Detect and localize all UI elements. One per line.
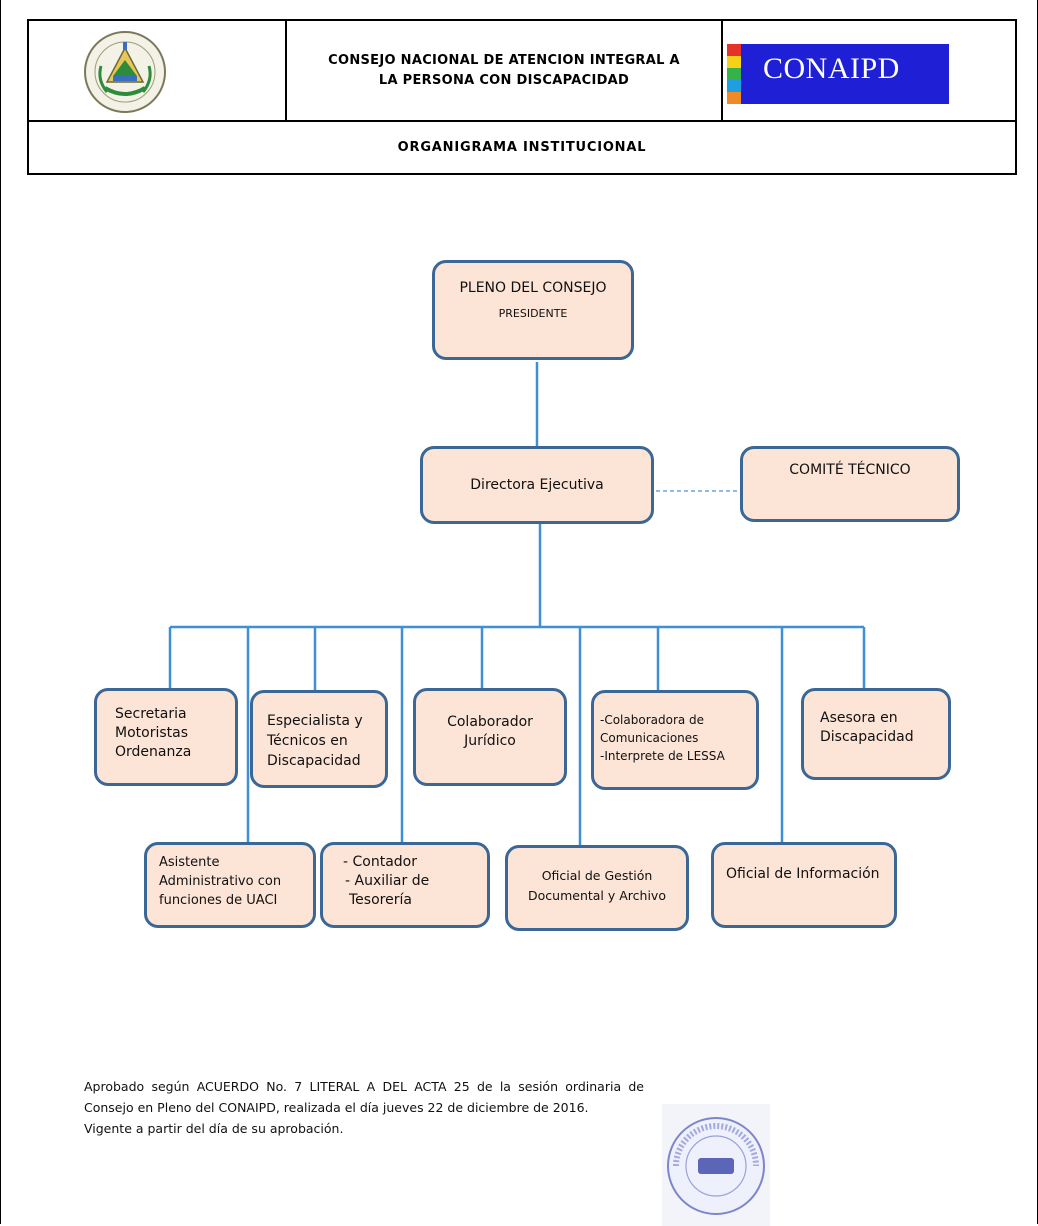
secretaria-line-1: Secretaria [115,706,187,722]
validity-statement: Vigente a partir del día de su aprobació… [84,1121,344,1136]
gestion-documental-node: Oficial de Gestión Documental y Archivo [505,845,689,931]
pleno-del-consejo-node: PLENO DEL CONSEJO PRESIDENTE [432,260,634,360]
especialista-line-1: Especialista y [267,713,363,729]
asistente-line-1: Asistente [159,855,220,870]
approval-note: Aprobado según ACUERDO No. 7 LITERAL A D… [84,1076,644,1139]
directora-label: Directora Ejecutiva [470,476,604,493]
title-line-2: LA PERSONA CON DISCAPACIDAD [378,72,630,88]
gestion-line-1: Oficial de Gestión [541,868,653,883]
asistente-line-2: Administrativo con [159,874,282,889]
el-salvador-seal-icon [84,31,166,113]
asistente-line-3: funciones de UACI [159,893,278,908]
especialista-line-2: Técnicos en [267,733,348,749]
contador-line-2: - Auxiliar de [345,873,430,889]
asesora-line-2: Discapacidad [820,729,914,745]
secretaria-line-2: Motoristas [115,725,189,741]
comunicaciones-line-2: Comunicaciones [600,731,699,745]
contador-node: - Contador - Auxiliar de Tesorería [320,842,490,928]
asistente-node: Asistente Administrativo con funciones d… [144,842,316,928]
colaborador-line-1: Colaborador [447,714,533,730]
institution-title: CONSEJO NACIONAL DE ATENCION INTEGRAL A … [287,21,723,122]
especialista-line-3: Discapacidad [267,753,361,769]
presidente-label: PRESIDENTE [498,307,568,320]
gestion-line-2: Documental y Archivo [528,888,666,903]
asesora-line-1: Asesora en [820,710,898,726]
comunicaciones-line-1: -Colaboradora de [600,713,705,727]
secretaria-node: Secretaria Motoristas Ordenanza [94,688,238,786]
comunicaciones-node: -Colaboradora de Comunicaciones -Interpr… [591,690,759,790]
asesora-node: Asesora en Discapacidad [801,688,951,780]
colaborador-juridico-node: Colaborador Jurídico [413,688,567,786]
comunicaciones-line-3: -Interprete de LESSA [600,749,725,763]
logo-brand: CONAIPD [763,52,900,85]
logo-stripes [727,44,741,104]
conaipd-stamp-icon [662,1104,770,1226]
contador-line-1: - Contador [343,854,417,870]
approval-paragraph: Aprobado según ACUERDO No. 7 LITERAL A D… [84,1079,644,1115]
oficial-informacion-node: Oficial de Información [711,842,897,928]
title-line-1: CONSEJO NACIONAL DE ATENCION INTEGRAL A [328,52,680,68]
conaipd-logo: CONAIPD [727,44,949,104]
informacion-line-1: Oficial de Información [726,866,880,882]
secretaria-line-3: Ordenanza [115,744,192,760]
contador-line-3: Tesorería [349,892,412,908]
comite-label: COMITÉ TÉCNICO [789,462,911,478]
seal-cell [29,21,287,122]
directora-ejecutiva-node: Directora Ejecutiva [420,446,654,524]
colaborador-line-2: Jurídico [464,733,516,749]
comite-tecnico-node: COMITÉ TÉCNICO [740,446,960,522]
header-table: CONSEJO NACIONAL DE ATENCION INTEGRAL A … [27,19,1017,175]
logo-cell [723,21,1015,122]
especialista-node: Especialista y Técnicos en Discapacidad [250,690,388,788]
document-subtitle: ORGANIGRAMA INSTITUCIONAL [397,140,647,155]
pleno-label: PLENO DEL CONSEJO [459,280,607,296]
